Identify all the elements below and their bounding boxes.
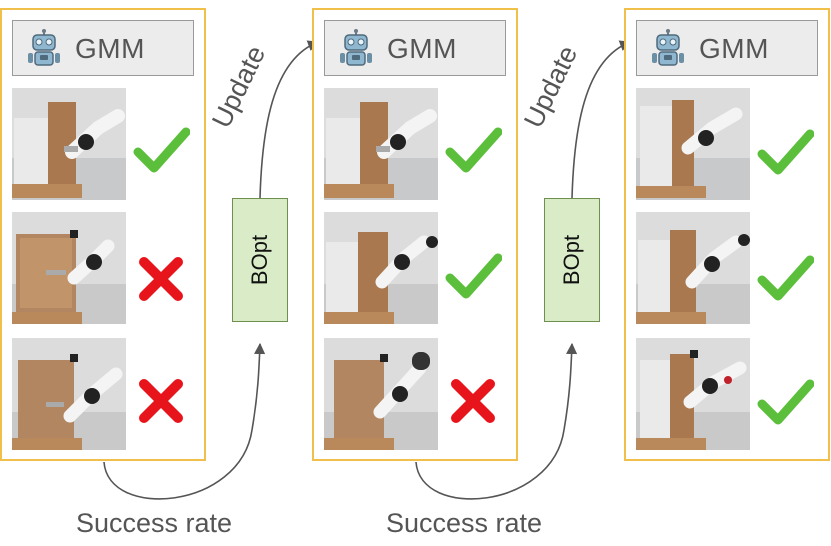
success-rate-arrow-1 (103, 342, 266, 500)
robot-door-scene (324, 88, 438, 200)
check-icon (445, 127, 502, 173)
gmm-header: GMM (324, 20, 506, 76)
gmm-title: GMM (699, 33, 769, 64)
bopt-label: BOpt (559, 234, 584, 286)
update-arrow-2 (571, 40, 632, 199)
robot-door-scene (12, 88, 126, 200)
trial-image (12, 338, 126, 450)
bopt-box-1: BOpt (232, 198, 288, 322)
trial-image (636, 338, 750, 450)
check-icon (757, 129, 814, 175)
gmm-title: GMM (387, 33, 457, 64)
robot-icon (28, 29, 60, 66)
bopt-box-2: BOpt (544, 198, 600, 322)
trial-image (636, 212, 750, 324)
success-rate-label-1: Success rate (76, 508, 233, 538)
gmm-panel-2: GMM (312, 8, 518, 461)
check-icon (757, 379, 814, 425)
trial-image (324, 338, 438, 450)
trial-image (636, 88, 750, 200)
trial-image (324, 88, 438, 200)
cross-icon (451, 379, 495, 423)
robot-door-scene (636, 212, 750, 324)
robot-door-scene (324, 338, 438, 450)
bopt-label: BOpt (247, 234, 272, 286)
robot-door-scene (636, 88, 750, 200)
gmm-header: GMM (12, 20, 194, 76)
success-rate-arrow-2 (415, 342, 578, 500)
robot-door-scene (324, 212, 438, 324)
trial-image (324, 212, 438, 324)
success-rate-label-2: Success rate (386, 508, 543, 538)
trial-image (12, 88, 126, 200)
update-arrow-1 (259, 40, 320, 199)
trial-image (12, 212, 126, 324)
robot-icon (340, 29, 372, 66)
gmm-panel-1: GMM (0, 8, 206, 461)
robot-icon (652, 29, 684, 66)
robot-door-scene (12, 338, 126, 450)
robot-door-scene (636, 338, 750, 450)
cross-icon (139, 257, 183, 301)
cross-icon (139, 379, 183, 423)
check-icon (445, 253, 502, 299)
check-icon (133, 127, 190, 173)
gmm-title: GMM (75, 33, 145, 64)
gmm-header: GMM (636, 20, 818, 76)
check-icon (757, 255, 814, 301)
gmm-panel-3: GMM (624, 8, 830, 461)
robot-door-scene (12, 212, 126, 324)
